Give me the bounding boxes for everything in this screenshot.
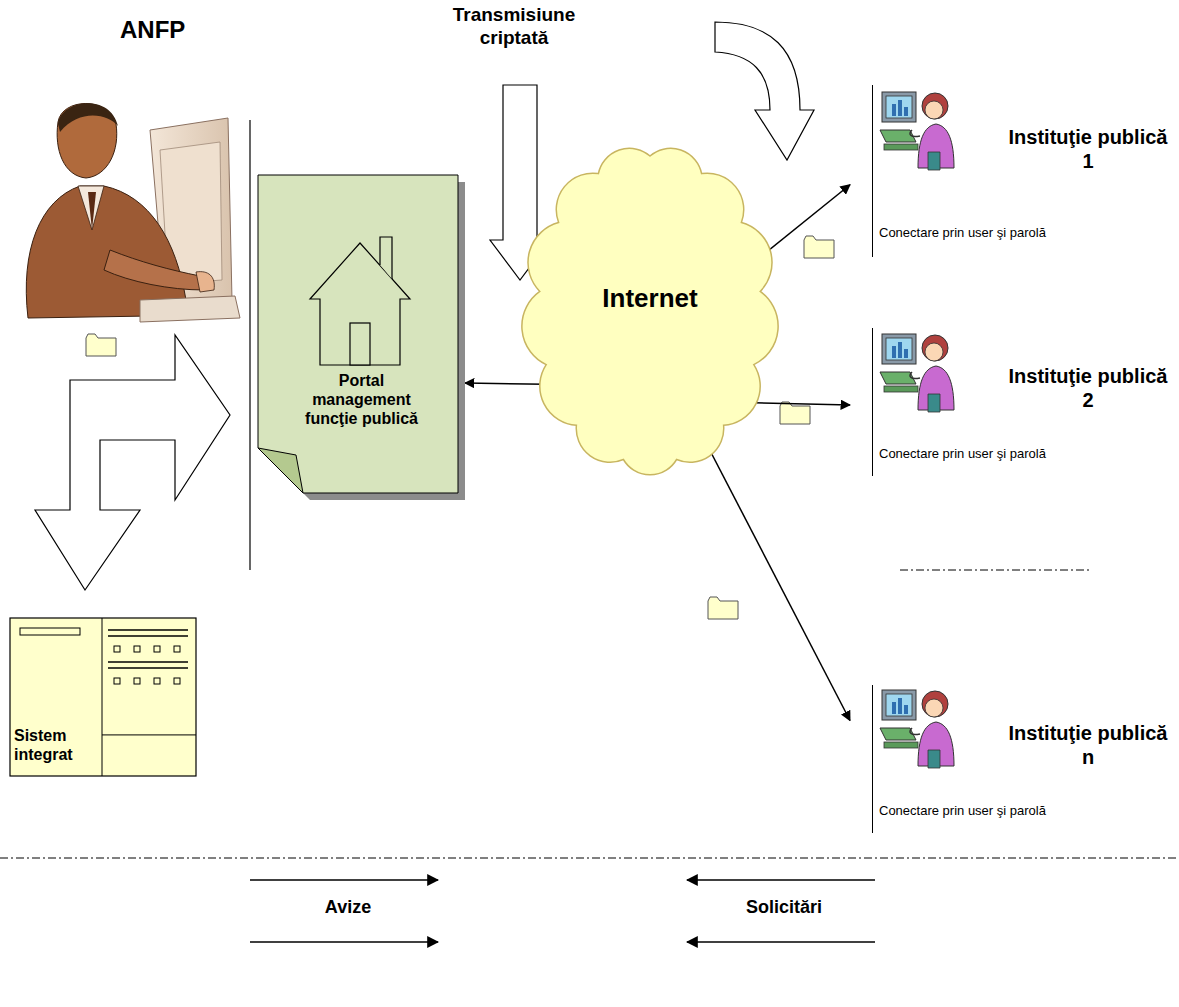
node-note: Conectare prin user şi parolă	[879, 225, 1174, 241]
org-heading: ANFP	[118, 16, 212, 45]
node-title: Instituţie publică n	[1005, 721, 1171, 769]
portal-document: Portal management funcţie publică	[258, 175, 465, 500]
direction-arrows	[250, 880, 875, 942]
separator-line	[249, 120, 250, 570]
transmission-label: Transmisiune criptată	[432, 4, 596, 50]
folder-icon	[780, 402, 810, 424]
folder-icon	[708, 597, 738, 619]
flow-arrow	[715, 22, 814, 160]
institution-node: Instituţie publică n Conectare prin user …	[872, 685, 1177, 833]
server-box: Sistem integrat	[10, 618, 196, 776]
ellipsis-line	[900, 570, 1092, 571]
institution-node: Instituţie publică 1 Conectare prin user …	[872, 85, 1177, 257]
node-note: Conectare prin user şi parolă	[879, 446, 1174, 462]
portal-document-outline	[258, 175, 465, 500]
node-title: Internet	[525, 283, 775, 314]
workstation-icon	[880, 690, 954, 768]
node-title: Portal management funcţie publică	[294, 371, 429, 429]
separator-line	[0, 858, 1179, 859]
node-note: Conectare prin user şi parolă	[879, 803, 1174, 819]
node-title: Sistem integrat	[14, 726, 98, 764]
folder-icon	[86, 334, 116, 356]
internet-cloud: Internet	[525, 140, 775, 480]
workstation-icon	[880, 92, 954, 170]
workstation-icon	[880, 334, 954, 412]
folder-icon	[804, 236, 834, 258]
node-title: Instituţie publică 2	[1005, 364, 1171, 412]
flow-arrow	[35, 335, 230, 590]
house-icon	[310, 243, 410, 365]
connector-arrow	[690, 412, 850, 721]
person-illustration	[26, 103, 240, 322]
flow-label: Avize	[298, 897, 398, 919]
flow-label: Solicitări	[724, 897, 844, 919]
node-title: Instituţie publică 1	[1005, 125, 1171, 173]
institution-node: Instituţie publică 2 Conectare prin user …	[872, 328, 1177, 476]
